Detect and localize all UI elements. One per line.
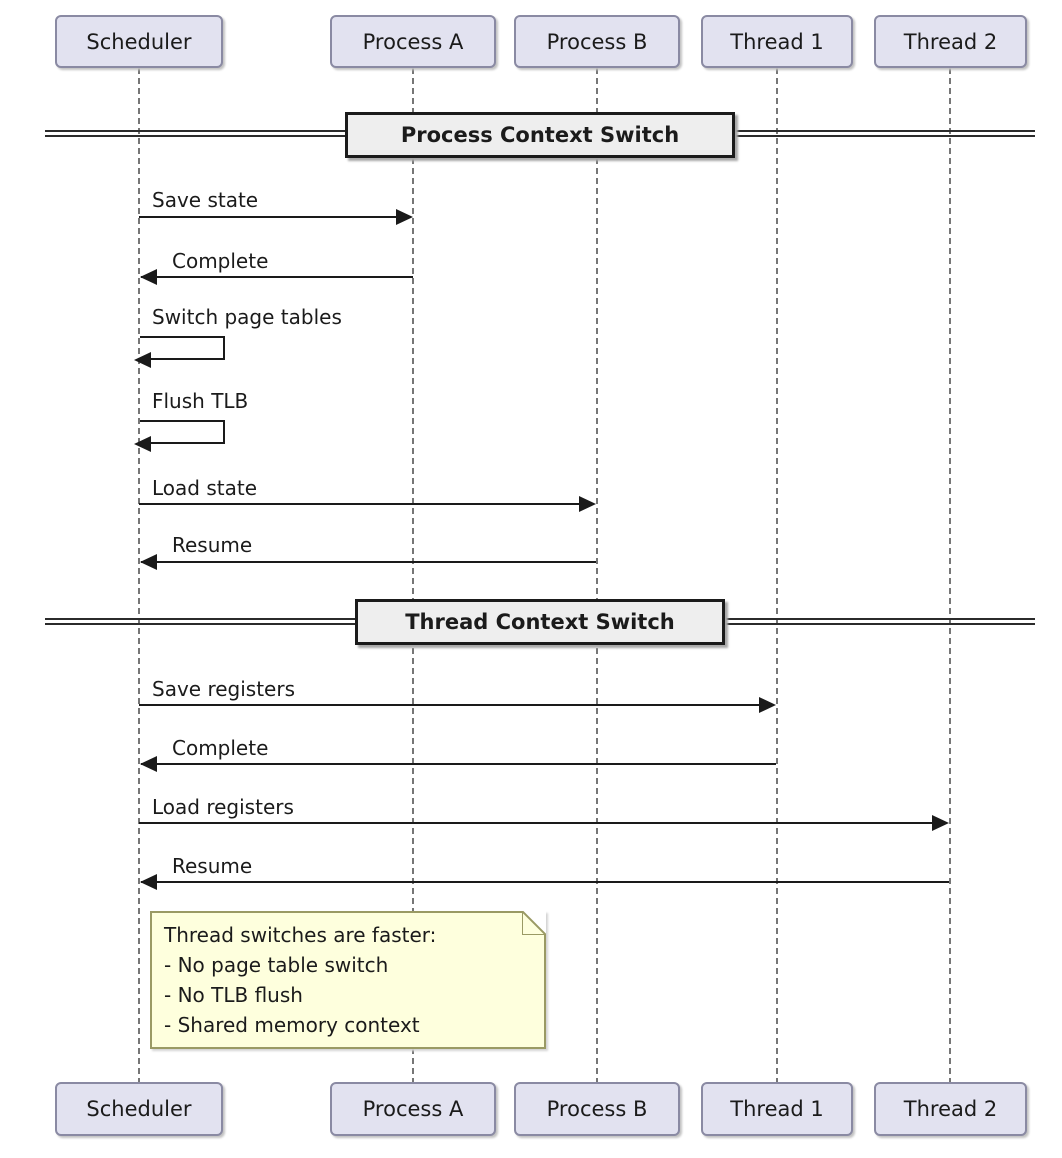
participant-label: Process B <box>546 1097 648 1121</box>
message-label: Load state <box>152 476 257 500</box>
participant-thread-1-top: Thread 1 <box>701 15 853 68</box>
message-label: Save state <box>152 188 259 212</box>
message-label: Resume <box>172 854 253 878</box>
lifeline-thread-1 <box>776 68 778 1084</box>
note-text-line: - No page table switch <box>164 953 389 977</box>
participant-process-a-top: Process A <box>330 15 496 68</box>
divider-thread-context-switch: Thread Context Switch <box>355 599 725 645</box>
participant-thread-1-bottom: Thread 1 <box>701 1082 853 1136</box>
divider-process-context-switch: Process Context Switch <box>345 112 735 158</box>
message-arrow-load-state <box>139 496 596 512</box>
message-arrow-resume-1 <box>140 554 596 570</box>
arrowhead-left-icon <box>134 436 151 452</box>
message-arrow-save-registers <box>139 697 776 713</box>
arrowhead-left-icon <box>140 554 157 570</box>
arrowhead-left-icon <box>140 874 157 890</box>
participant-label: Thread 1 <box>730 29 824 54</box>
message-arrow-load-registers <box>139 815 949 831</box>
note: Thread switches are faster: - No page ta… <box>150 911 546 1049</box>
message-label: Load registers <box>152 795 294 819</box>
participant-process-a-bottom: Process A <box>330 1082 496 1136</box>
divider-label: Process Context Switch <box>400 123 680 147</box>
self-message-flush-tlb <box>134 420 225 452</box>
participant-label: Thread 2 <box>903 29 998 54</box>
message-label: Save registers <box>152 677 295 701</box>
arrowhead-right-icon <box>396 209 413 225</box>
message-label: Resume <box>172 533 253 557</box>
participant-scheduler-top: Scheduler <box>55 15 223 68</box>
participant-label: Scheduler <box>86 1097 192 1121</box>
message-arrow-save-state <box>139 209 413 225</box>
lifeline-process-a <box>412 68 414 1084</box>
participant-label: Thread 1 <box>730 1097 824 1121</box>
message-label: Switch page tables <box>152 305 342 329</box>
self-message-switch-page-tables <box>134 336 225 368</box>
arrowhead-right-icon <box>579 496 596 512</box>
message-arrow-complete <box>140 269 413 285</box>
divider-label: Thread Context Switch <box>405 610 675 634</box>
message-label: Complete <box>172 736 269 760</box>
message-label: Complete <box>172 249 269 273</box>
participant-label: Process A <box>362 29 464 54</box>
arrowhead-left-icon <box>134 352 151 368</box>
note-text-line: Thread switches are faster: <box>164 923 437 947</box>
lifeline-process-b <box>596 68 598 1084</box>
lifeline-scheduler <box>138 68 140 1084</box>
message-arrow-resume-2 <box>140 874 949 890</box>
participant-thread-2-bottom: Thread 2 <box>874 1082 1027 1136</box>
participant-process-b-top: Process B <box>514 15 680 68</box>
participant-scheduler-bottom: Scheduler <box>55 1082 223 1136</box>
participant-label: Thread 2 <box>903 1097 998 1121</box>
note-fold-icon <box>522 911 546 935</box>
participant-process-b-bottom: Process B <box>514 1082 680 1136</box>
message-label: Flush TLB <box>152 389 249 413</box>
arrowhead-left-icon <box>140 269 157 285</box>
participant-label: Scheduler <box>86 29 192 54</box>
arrowhead-right-icon <box>759 697 776 713</box>
lifeline-thread-2 <box>949 68 951 1084</box>
note-text-line: - No TLB flush <box>164 983 303 1007</box>
arrowhead-left-icon <box>140 756 157 772</box>
participant-label: Process A <box>362 1097 464 1121</box>
arrowhead-right-icon <box>932 815 949 831</box>
participant-thread-2-top: Thread 2 <box>874 15 1027 68</box>
message-arrow-complete-2 <box>140 756 776 772</box>
note-text-line: - Shared memory context <box>164 1013 420 1037</box>
participant-label: Process B <box>546 29 648 54</box>
